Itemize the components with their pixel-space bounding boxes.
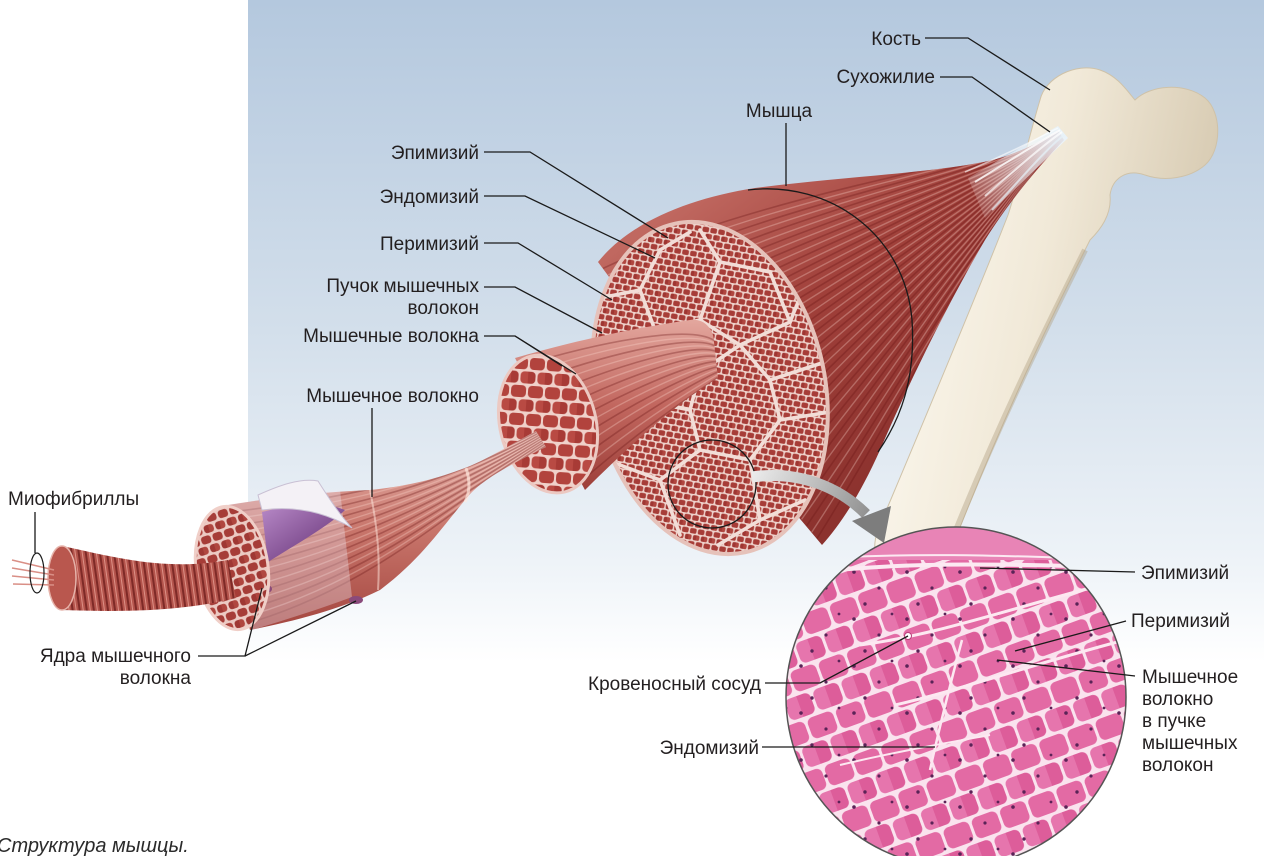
label-blood-vessel: Кровеносный сосуд — [588, 674, 761, 695]
label-fascicle-line1: Пучок мышечных — [326, 276, 479, 297]
figure-caption: Структура мышцы. — [0, 835, 189, 856]
label-micro-fiber-line4: мышечных — [1142, 733, 1238, 754]
label-micro-epimysium: Эпимизий — [1141, 563, 1229, 584]
label-muscle-fibers: Мышечные волокна — [303, 326, 479, 347]
label-micro-fiber-line3: в пучке — [1142, 711, 1206, 732]
label-micro-endomysium: Эндомизий — [660, 738, 759, 759]
label-bone: Кость — [871, 29, 921, 50]
label-micro-fiber-line2: волокно — [1142, 689, 1213, 710]
label-micro-fiber-line1: Мышечное — [1142, 667, 1238, 688]
label-epimysium: Эпимизий — [391, 143, 479, 164]
label-micro-fiber-line5: волокон — [1142, 755, 1213, 776]
label-tendon: Сухожилие — [837, 67, 935, 88]
label-micro-perimysium: Перимизий — [1131, 611, 1230, 632]
label-muscle-fiber: Мышечное волокно — [306, 386, 479, 407]
label-endomysium: Эндомизий — [380, 187, 479, 208]
label-nuclei-line2: волокна — [120, 668, 192, 689]
label-nuclei-line1: Ядра мышечного — [40, 646, 191, 667]
myofibril-cross-section — [48, 546, 76, 610]
label-fascicle-line2: волокон — [408, 298, 479, 319]
label-myofibrils: Миофибриллы — [8, 489, 139, 510]
label-muscle: Мышца — [746, 101, 813, 122]
label-perimysium: Перимизий — [380, 234, 479, 255]
